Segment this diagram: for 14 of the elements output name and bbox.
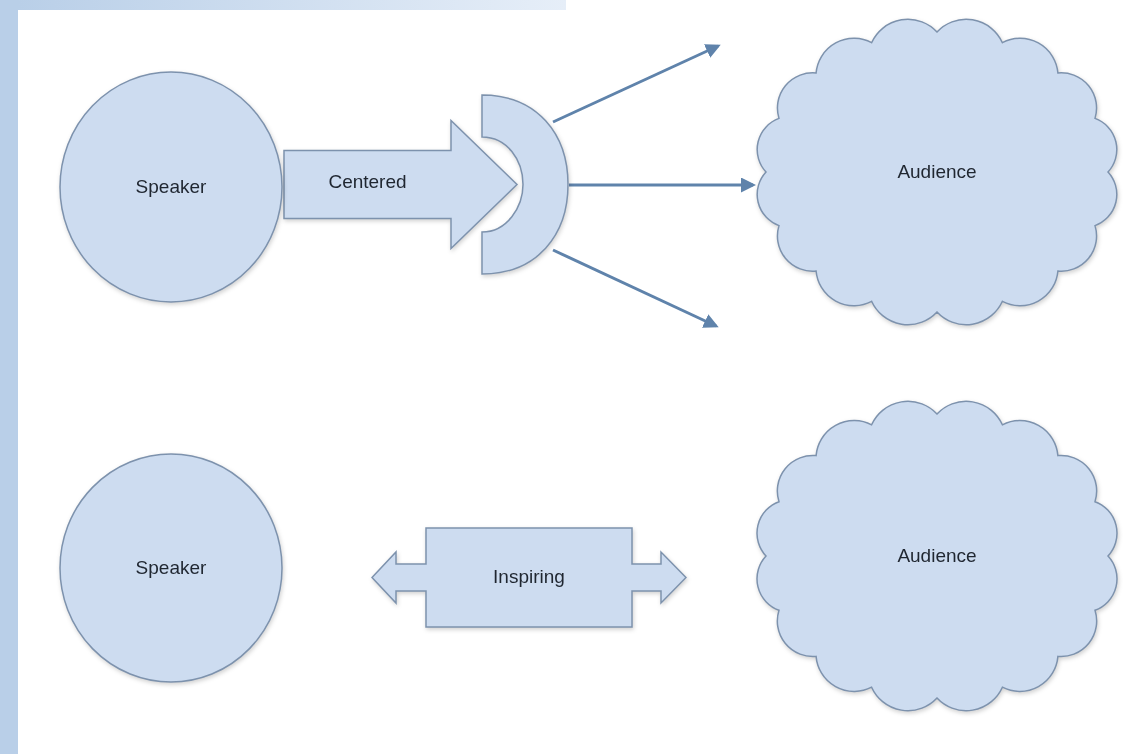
speaker-circle xyxy=(58,452,284,684)
node-label: Audience xyxy=(897,159,977,184)
arrow xyxy=(569,177,756,193)
dish-shape xyxy=(481,94,569,275)
node-label: Speaker xyxy=(135,555,207,580)
block-arrow xyxy=(283,118,519,251)
node-label: Speaker xyxy=(135,174,207,199)
speaker-circle xyxy=(58,70,284,304)
edge-label: Centered xyxy=(328,169,407,194)
node-label: Inspiring xyxy=(493,565,565,590)
node-label: Audience xyxy=(897,543,977,568)
arrow xyxy=(552,248,719,328)
arrow xyxy=(552,44,721,124)
double-arrow-box xyxy=(371,527,687,628)
